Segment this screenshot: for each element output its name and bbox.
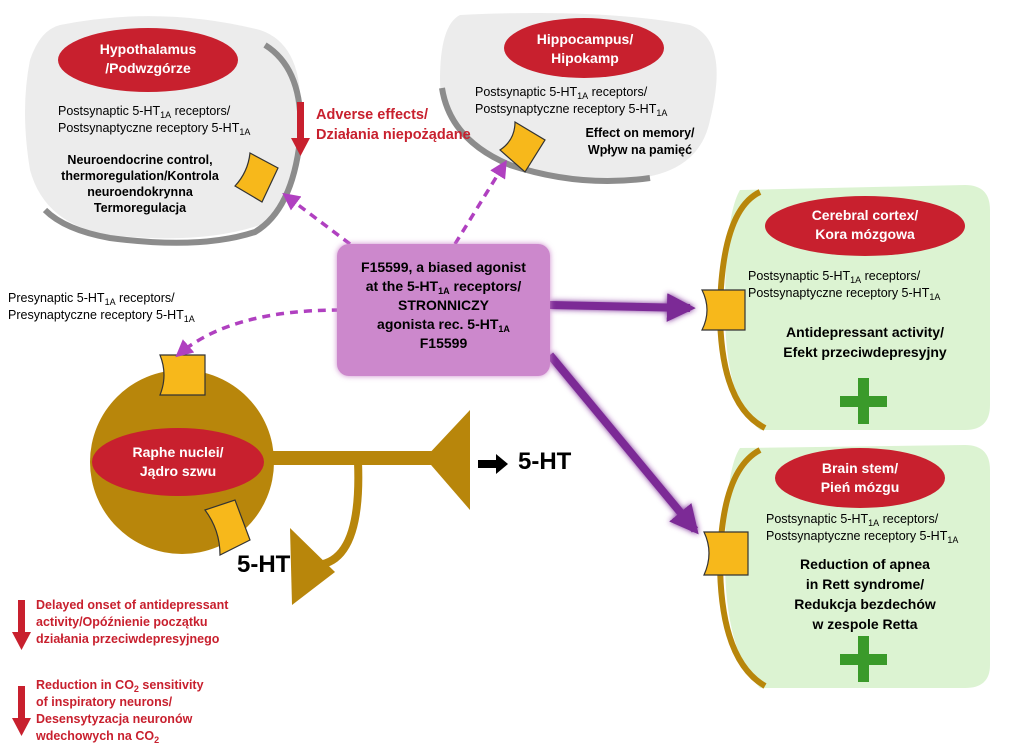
brainstem-receptor [703,531,749,576]
serotonin-collateral-label: 5-HT [237,551,291,578]
hypothalamus-name: Hypothalamus /Podwzgórze [99,41,197,76]
raphe-collateral [317,461,363,569]
co2-sensitivity-label: Reduction in CO2 sensitivity of inspirat… [36,678,204,745]
center-box [337,244,550,376]
cortex-effect: Antidepressant activity/ Efekt przeciwde… [783,324,947,360]
hypothalamus-effect: Neuroendocrine control, thermoregulation… [61,153,219,215]
delayed-onset-label: Delayed onset of antidepressant activity… [36,598,229,646]
arrow-to-hippocampus [453,160,507,245]
cortex-plus-sign [840,378,887,424]
hippocampus-name: Hippocampus/ Hipokamp [536,31,634,66]
brainstem-pill [775,448,945,508]
adverse-down-arrow-icon [291,102,310,156]
hypothalamus-receptor-label: Postsynaptic 5-HT1A receptors/ Postsynap… [58,104,251,137]
hippocampus-receptor [499,120,546,173]
collateral-terminal [290,528,335,605]
hippocampus-effect: Effect on memory/ Wpływ na pamięć [585,126,695,157]
hypothalamus-membrane [42,42,304,246]
brainstem-region [725,445,990,688]
brainstem-effect: Reduction of apnea in Rett syndrome/ Red… [794,556,936,632]
presynaptic-receptor-label: Presynaptic 5-HT1A receptors/ Presynapty… [8,291,195,324]
delayed-down-arrow-icon [12,600,31,650]
raphe-pill [92,428,264,496]
serotonin-axon-label: 5-HT [518,448,572,475]
axon-terminal [425,410,470,510]
raphe-autoreceptor-bottom [204,499,251,556]
arrow-to-presynaptic [175,308,341,358]
arrow-to-hypothalamus [282,192,352,246]
arrow-to-brainstem [546,352,699,535]
hypothalamus-pill [58,28,238,92]
center-box-label: F15599, a biased agonist at the 5-HT1A r… [361,259,526,351]
cortex-receptor-label: Postsynaptic 5-HT1A receptors/ Postsynap… [748,269,941,302]
brainstem-name: Brain stem/ Pień mózgu [820,460,900,495]
cortex-receptor [701,289,746,331]
cortex-pill [765,196,965,256]
co2-down-arrow-icon [12,686,31,736]
brainstem-plus-sign [840,636,887,682]
cortex-name: Cerebral cortex/ Kora mózgowa [811,207,919,242]
hippocampus-membrane [439,87,651,184]
adverse-effects-label: Adverse effects/ Działania niepożądane [316,107,471,143]
raphe-name: Raphe nuclei/ Jądro szwu [132,444,224,479]
hippocampus-receptor-label: Postsynaptic 5-HT1A receptors/ Postsynap… [475,85,668,118]
arrow-to-cortex [549,293,696,322]
hippocampus-pill [504,18,664,78]
brainstem-receptor-label: Postsynaptic 5-HT1A receptors/ Postsynap… [766,512,959,545]
hypothalamus-receptor [234,152,279,203]
raphe-autoreceptor-top [159,354,206,396]
black-arrow-icon [478,454,508,474]
